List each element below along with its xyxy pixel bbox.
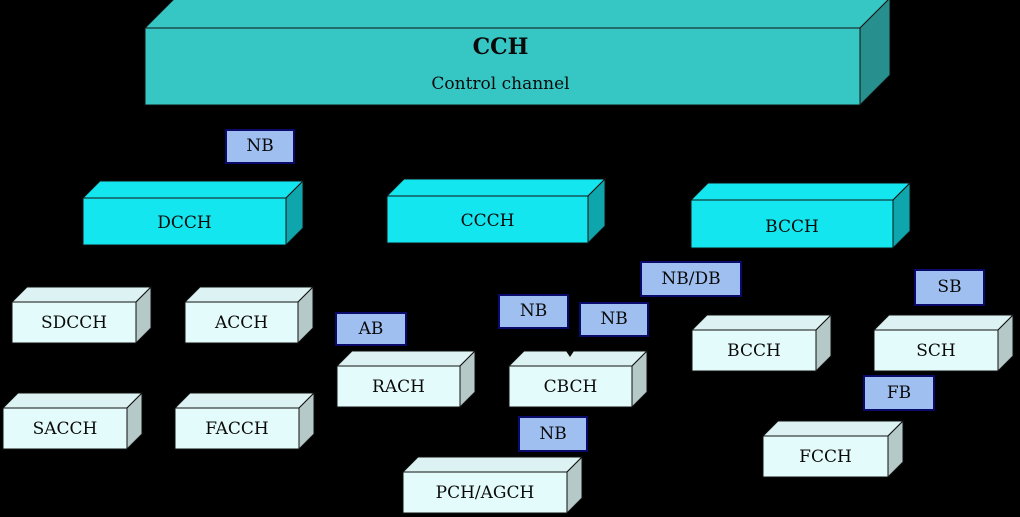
box-top-face <box>401 456 584 473</box>
box-top-face <box>173 392 316 409</box>
box-shape <box>1 391 144 451</box>
ccch-group-box: CCCH <box>385 177 607 245</box>
box-top-face <box>183 286 315 303</box>
box-top-face <box>10 286 153 303</box>
box-top-face <box>690 314 833 331</box>
box-front-face <box>402 471 568 514</box>
acch-label: ACCH <box>214 313 269 333</box>
box-shape <box>81 179 305 247</box>
fcch-box: FCCH <box>761 419 905 479</box>
fcch-label: FCCH <box>799 447 852 467</box>
box-top-face <box>872 314 1015 331</box>
box-front-face <box>11 301 137 344</box>
box-shape <box>10 285 153 345</box>
box-top-face <box>81 180 305 199</box>
dcch-group-box: DCCH <box>81 179 305 247</box>
box-front-face <box>386 195 589 244</box>
sdcch-label: SDCCH <box>40 313 108 333</box>
box-shape <box>872 313 1015 373</box>
burst-tag-ab: AB <box>335 312 407 346</box>
cch-root-box: CCH Control channel <box>143 0 891 107</box>
box-shape <box>401 455 584 515</box>
ccch-label: CCCH <box>460 211 515 231</box>
dcch-label: DCCH <box>157 213 212 233</box>
cbch-arrow-marker <box>566 351 574 357</box>
burst-tag-fb: FB <box>863 375 935 411</box>
box-shape <box>507 349 649 409</box>
box-front-face <box>174 407 300 450</box>
box-front-face <box>690 199 894 249</box>
box-top-face <box>761 420 905 437</box>
facch-box: FACCH <box>173 391 316 451</box>
box-front-face <box>82 197 287 246</box>
pch-agch-label: PCH/AGCH <box>435 483 535 503</box>
rach-label: RACH <box>372 377 425 397</box>
box-front-face <box>691 329 817 372</box>
box-front-face <box>873 329 999 372</box>
sch-box: SCH <box>872 313 1015 373</box>
bcch-channel-label: BCCH <box>727 341 781 361</box>
bcch-channel-box: BCCH <box>690 313 833 373</box>
box-front-face <box>508 365 633 408</box>
cch-title: CCH <box>472 34 529 60</box>
cbch-box: CBCH <box>507 349 649 409</box>
cbch-label: CBCH <box>543 377 598 397</box>
sacch-label: SACCH <box>32 419 98 439</box>
box-front-face <box>184 301 299 344</box>
burst-tag-nb-cbch-left: NB <box>498 294 569 329</box>
box-top-face <box>335 350 477 367</box>
sacch-box: SACCH <box>1 391 144 451</box>
box-shape <box>690 313 833 373</box>
rach-box: RACH <box>335 349 477 409</box>
box-shape <box>761 419 905 479</box>
box-front-face <box>2 407 128 450</box>
box-shape <box>143 0 891 107</box>
burst-tag-nb-db: NB/DB <box>640 261 742 297</box>
bcch-group-label: BCCH <box>765 217 819 237</box>
box-front-face <box>144 27 861 106</box>
box-top-face <box>143 0 889 29</box>
burst-tag-sb: SB <box>914 269 985 306</box>
sdcch-box: SDCCH <box>10 285 153 345</box>
burst-tag-nb-cbch-right: NB <box>579 302 649 337</box>
box-shape <box>689 181 912 250</box>
box-shape <box>173 391 316 451</box>
box-front-face <box>336 365 461 408</box>
burst-tag-nb-top: NB <box>225 129 295 164</box>
facch-label: FACCH <box>205 419 269 439</box>
acch-box: ACCH <box>183 285 315 345</box>
burst-tag-nb-pch: NB <box>518 416 588 452</box>
box-top-face <box>1 392 144 409</box>
box-front-face <box>762 435 889 478</box>
sch-label: SCH <box>916 341 956 361</box>
pch-agch-box: PCH/AGCH <box>401 455 584 515</box>
cch-subtitle: Control channel <box>431 74 570 94</box>
box-top-face <box>507 350 649 367</box>
bcch-group-box: BCCH <box>689 181 912 250</box>
box-top-face <box>385 178 607 197</box>
box-shape <box>183 285 315 345</box>
box-top-face <box>689 182 912 201</box>
box-shape <box>335 349 477 409</box>
box-shape <box>385 177 607 245</box>
